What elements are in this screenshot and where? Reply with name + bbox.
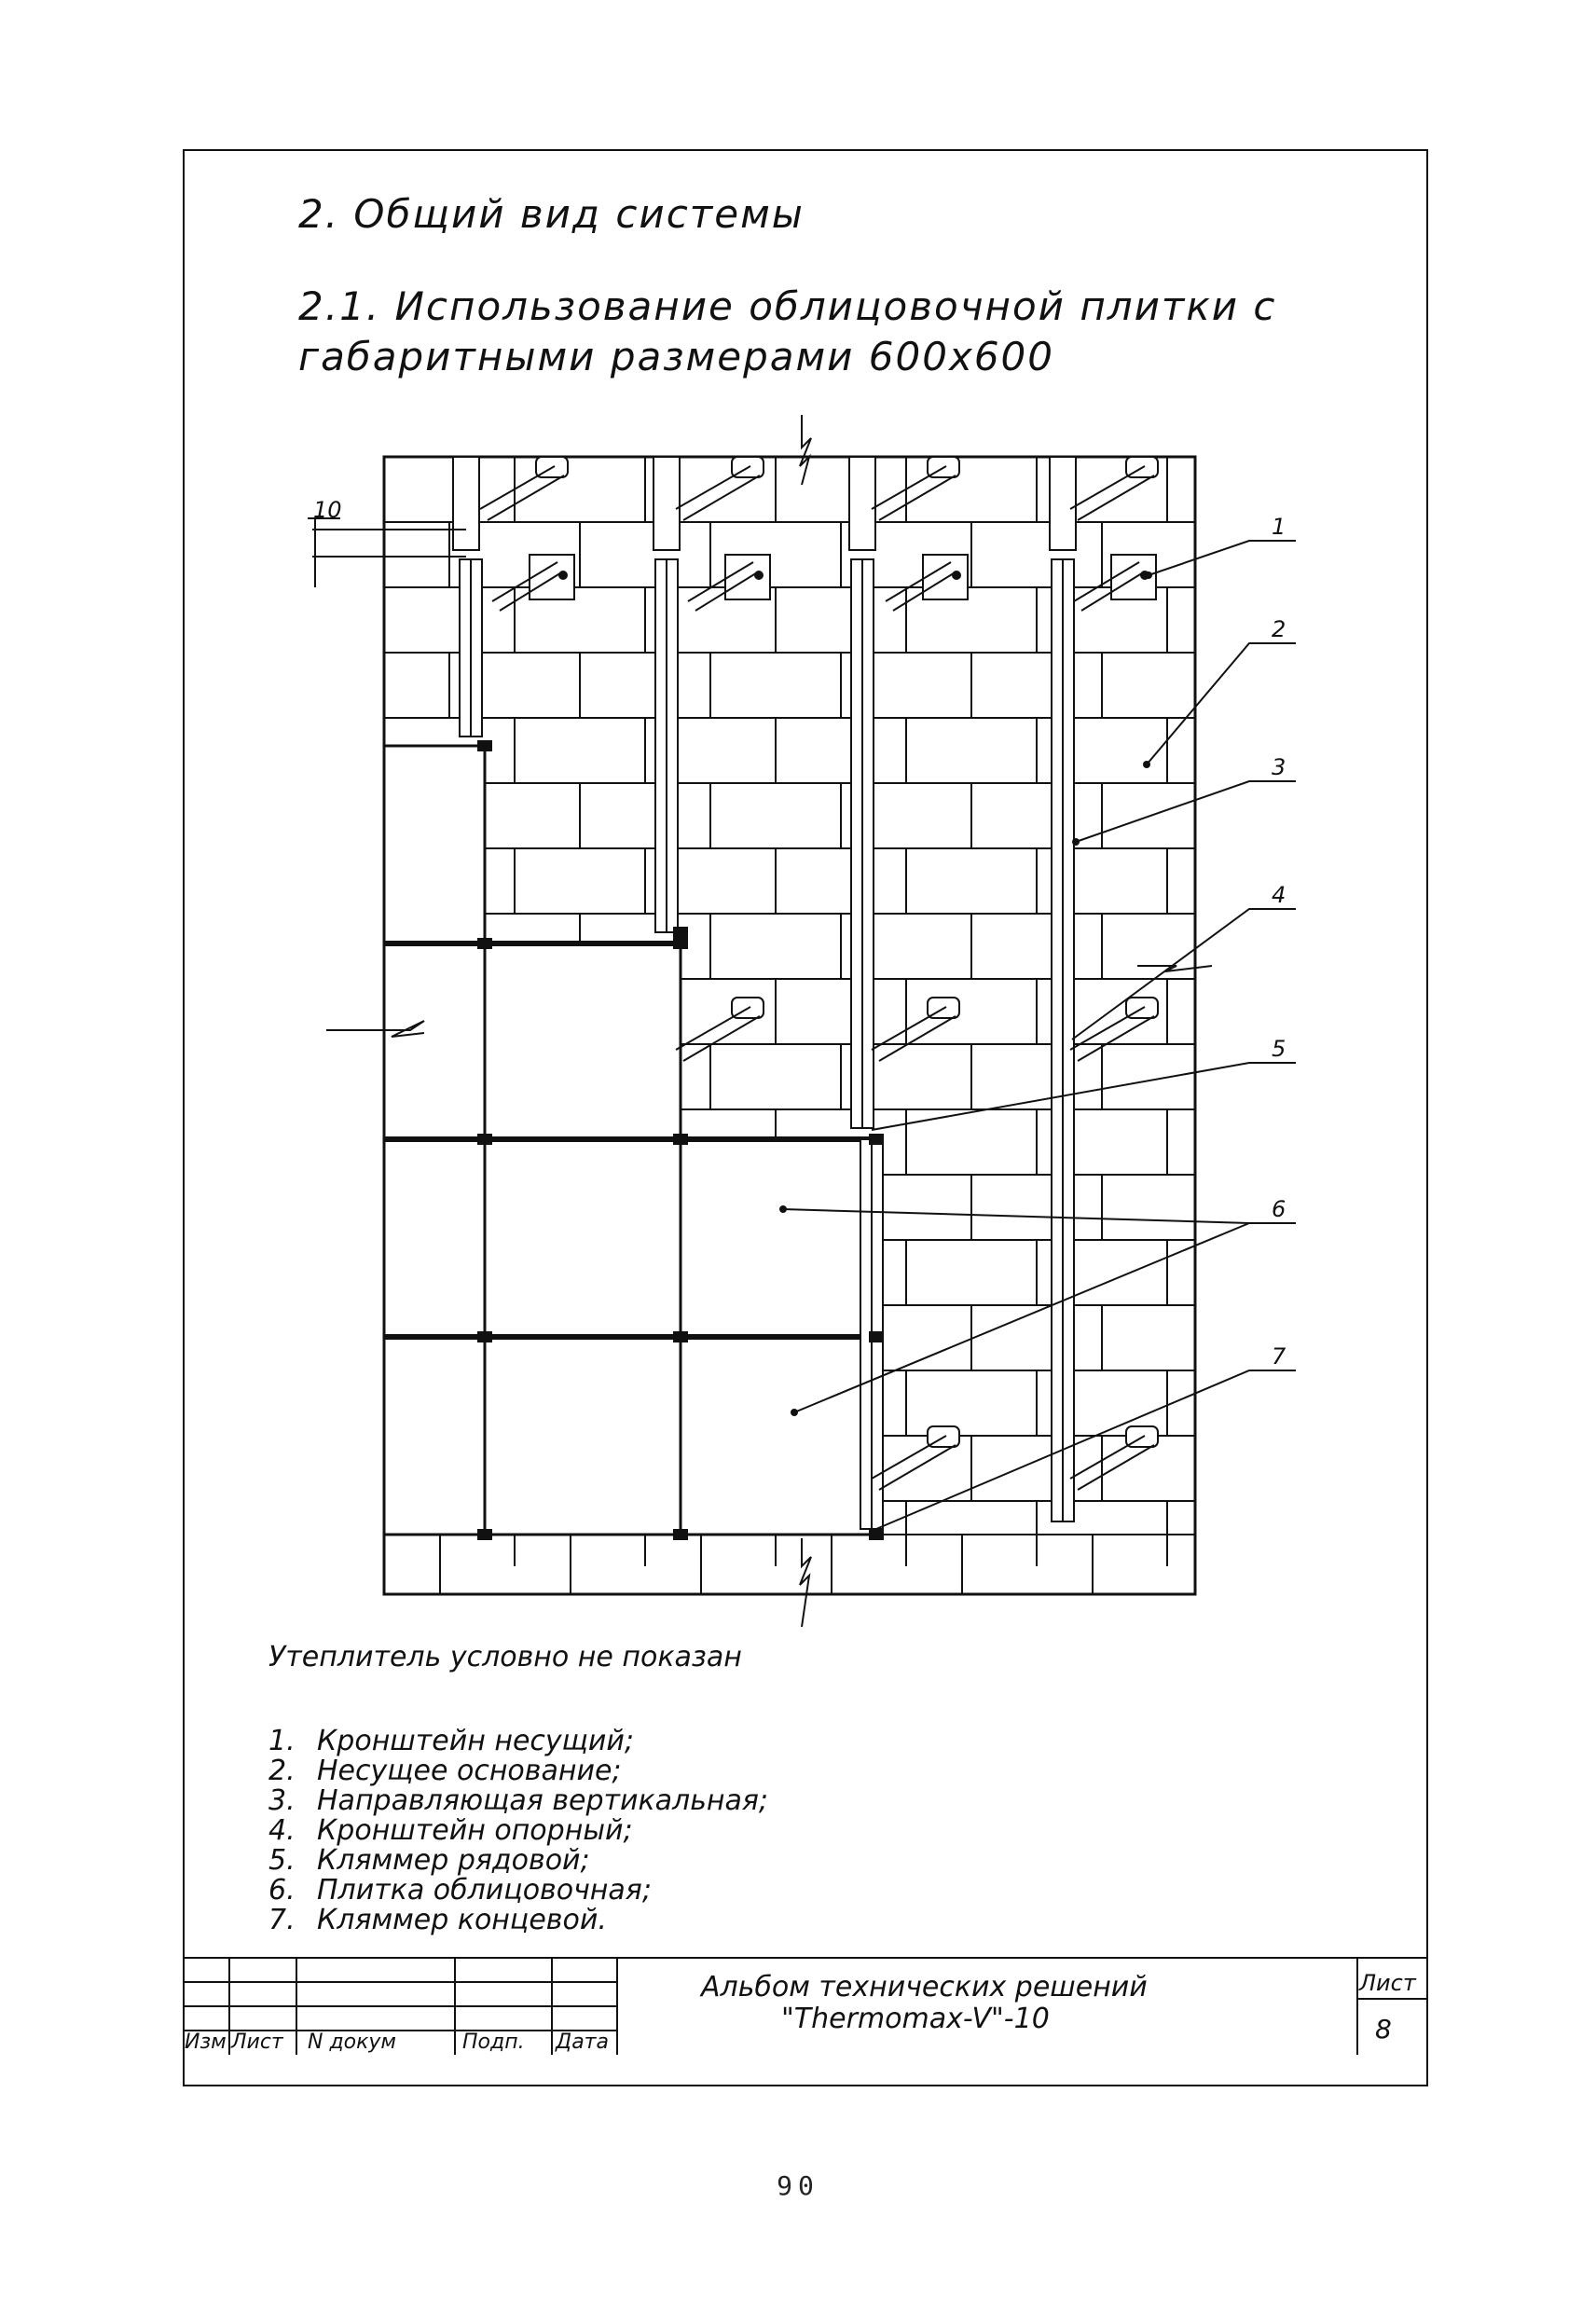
tile [483, 942, 682, 1141]
legend-item: 7.Кляммер концевой. [268, 1904, 607, 1936]
callout-5: 5 [1272, 1036, 1286, 1062]
title-line-1: Альбом технических решений [701, 1971, 1148, 2003]
title-line-2: "Thermomax-V"-10 [781, 2003, 1050, 2035]
clammer [869, 1134, 884, 1145]
bearing-bracket [1073, 554, 1157, 612]
vertical-guide-top [452, 456, 480, 551]
clammer [673, 1134, 688, 1145]
legend-item: 6.Плитка облицовочная; [268, 1874, 652, 1907]
support-bracket [1069, 997, 1159, 1062]
bearing-bracket [687, 554, 771, 612]
subsection-heading: 2.1. Использование облицовочной плитки с… [298, 283, 1277, 379]
clammer [477, 938, 492, 949]
dimension-10 [308, 517, 466, 587]
brackets [479, 456, 1159, 1491]
legend-item: 1.Кронштейн несущий; [268, 1725, 635, 1757]
tile [382, 1335, 487, 1536]
clammer [477, 1331, 492, 1342]
callout-7: 7 [1272, 1343, 1286, 1370]
clammer [477, 1134, 492, 1145]
legend-item: 2.Несущее основание; [268, 1755, 622, 1787]
callout-6: 6 [1272, 1196, 1286, 1222]
clammer [869, 1331, 884, 1342]
insulation-note: Утеплитель условно не показан [268, 1641, 742, 1673]
legend-item: 3.Направляющая вертикальная; [268, 1784, 769, 1817]
drawing-frame [183, 149, 1428, 2086]
vertical-guide-top [1049, 456, 1077, 551]
tile [483, 1137, 682, 1339]
support-bracket [479, 456, 569, 521]
callout-2: 2 [1272, 616, 1286, 642]
legend-item: 4.Кронштейн опорный; [268, 1814, 633, 1847]
legend-item: 5.Кляммер рядовой; [268, 1844, 590, 1877]
tile [382, 1137, 487, 1339]
col-sign: Подп. [462, 2031, 525, 2054]
tile [483, 1335, 682, 1536]
col-izm: Изм [185, 2031, 227, 2054]
break-lines [326, 415, 1213, 1628]
bottom-masonry [384, 1534, 1195, 1594]
page-number: 90 [777, 2170, 819, 2201]
callout-dots [779, 571, 1152, 1416]
legend-list: 1.Кронштейн несущий; 2.Несущее основание… [268, 1727, 768, 1935]
bearing-bracket [491, 554, 575, 612]
clammer [477, 740, 492, 751]
title-block-grid [183, 1957, 1428, 2055]
tile [679, 1335, 878, 1536]
support-bracket [675, 997, 764, 1062]
support-bracket [675, 456, 764, 521]
support-bracket [871, 997, 960, 1062]
vertical-guide-top [848, 456, 876, 551]
sheet-label: Лист [1359, 1970, 1416, 1996]
dimension-label: 10 [313, 497, 342, 523]
col-doc: N докум [308, 2031, 397, 2054]
col-date: Дата [556, 2031, 609, 2054]
tile [382, 942, 487, 1141]
support-bracket [871, 456, 960, 521]
clammers [477, 740, 884, 1540]
callout-leaders [782, 540, 1296, 1530]
vertical-guide-top [653, 456, 681, 551]
title-block-title: Альбом технических решений "Thermomax-V"… [628, 1972, 1355, 2035]
vertical-guides [452, 456, 1077, 1530]
bearing-bracket [885, 554, 969, 612]
clammer [673, 938, 688, 949]
support-bracket [1069, 1425, 1159, 1491]
sheet-number: 8 [1375, 2014, 1392, 2045]
clammer [673, 1331, 688, 1342]
col-list: Лист [231, 2031, 283, 2054]
callout-1: 1 [1272, 514, 1286, 540]
cladding-tiles [382, 744, 878, 1536]
section-heading: 2. Общий вид системы [298, 191, 805, 237]
support-bracket [871, 1425, 960, 1491]
clammer [673, 927, 688, 938]
support-bracket [1069, 456, 1159, 521]
callout-4: 4 [1272, 882, 1286, 908]
callout-3: 3 [1272, 754, 1286, 780]
tile [382, 744, 487, 945]
tile [679, 1137, 878, 1339]
